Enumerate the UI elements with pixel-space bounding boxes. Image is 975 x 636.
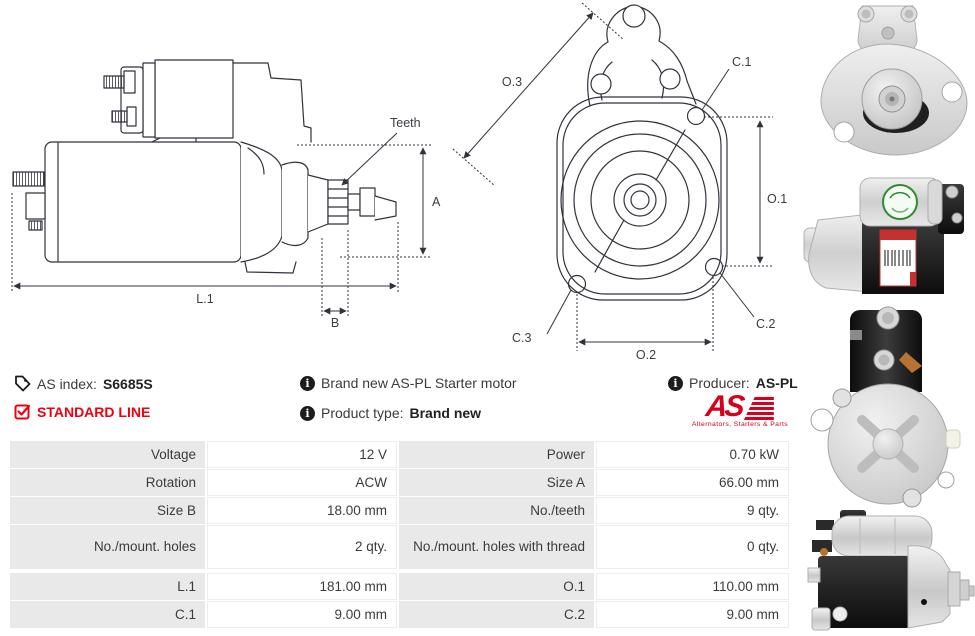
table-row: C.1 9.00 mm C.2 9.00 mm bbox=[10, 601, 789, 628]
spec-label-c2: C.2 bbox=[399, 601, 594, 628]
dim-label-c2: C.2 bbox=[756, 317, 776, 331]
info-icon bbox=[300, 405, 315, 421]
dim-label-c3: C.3 bbox=[512, 331, 532, 345]
table-row: Rotation ACW Size A 66.00 mm bbox=[10, 469, 789, 496]
spec-label-teeth: No./teeth bbox=[399, 497, 594, 524]
spec-label-c1: C.1 bbox=[10, 601, 205, 628]
spec-value-power: 0.70 kW bbox=[596, 441, 789, 468]
spec-value-o1: 110.00 mm bbox=[596, 573, 789, 600]
as-logo-text: AS bbox=[704, 390, 744, 423]
spec-value-c1: 9.00 mm bbox=[207, 601, 397, 628]
spec-label-power: Power bbox=[399, 441, 594, 468]
product-photo-side[interactable] bbox=[800, 170, 975, 302]
dim-label-c1: C.1 bbox=[732, 55, 752, 69]
side-view-diagram: Teeth A L.1 B bbox=[11, 59, 441, 330]
dim-label-o3: O.3 bbox=[502, 75, 522, 89]
dim-label-b: B bbox=[331, 316, 339, 330]
spec-table: Voltage 12 V Power 0.70 kW Rotation ACW … bbox=[10, 441, 789, 629]
spec-label-voltage: Voltage bbox=[10, 441, 205, 468]
product-type-value: Brand new bbox=[409, 405, 482, 421]
spec-value-teeth: 9 qty. bbox=[596, 497, 789, 524]
as-pl-logo: AS Alternators, Starters & Parts bbox=[684, 390, 796, 428]
as-index-label: AS index: bbox=[37, 375, 97, 392]
tag-icon bbox=[15, 375, 31, 392]
dim-label-o1: O.1 bbox=[767, 192, 787, 206]
dim-label-a: A bbox=[432, 195, 441, 209]
standard-line-row: STANDARD LINE bbox=[14, 403, 150, 420]
standard-line-label: STANDARD LINE bbox=[37, 403, 151, 420]
front-view-diagram: O.3 C.1 O.1 C.2 C.3 O.2 bbox=[452, 2, 787, 362]
spec-value-mount-holes: 2 qty. bbox=[207, 525, 397, 569]
spec-label-size-b: Size B bbox=[10, 497, 205, 524]
spec-value-size-b: 18.00 mm bbox=[207, 497, 397, 524]
product-photo-front[interactable] bbox=[800, 0, 975, 170]
spec-value-l1: 181.00 mm bbox=[207, 573, 397, 600]
table-row: Voltage 12 V Power 0.70 kW bbox=[10, 441, 789, 468]
producer-row: Producer: AS-PL bbox=[668, 375, 798, 391]
producer-value: AS-PL bbox=[755, 375, 798, 391]
info-icon bbox=[668, 375, 683, 391]
checked-checkbox-icon bbox=[14, 404, 31, 420]
brand-new-text: Brand new AS-PL Starter motor bbox=[321, 375, 517, 391]
as-logo-tagline: Alternators, Starters & Parts bbox=[691, 421, 789, 428]
spec-label-rotation: Rotation bbox=[10, 469, 205, 496]
dim-label-o2: O.2 bbox=[636, 348, 656, 362]
as-index-row: AS index: S6685S bbox=[14, 375, 153, 392]
spec-value-mount-holes-thread: 0 qty. bbox=[596, 525, 789, 569]
table-row: Size B 18.00 mm No./teeth 9 qty. bbox=[10, 497, 789, 524]
product-photos bbox=[800, 0, 975, 636]
info-icon bbox=[300, 375, 315, 391]
spec-label-l1: L.1 bbox=[10, 573, 205, 600]
spec-value-size-a: 66.00 mm bbox=[596, 469, 789, 496]
spec-label-mount-holes-thread: No./mount. holes with thread bbox=[399, 525, 594, 569]
spec-value-c2: 9.00 mm bbox=[596, 601, 789, 628]
spec-label-size-a: Size A bbox=[399, 469, 594, 496]
product-type-row: Product type: Brand new bbox=[300, 405, 481, 421]
table-row: L.1 181.00 mm O.1 110.00 mm bbox=[10, 573, 789, 600]
spec-value-voltage: 12 V bbox=[207, 441, 397, 468]
producer-label: Producer: bbox=[689, 375, 750, 391]
spec-label-mount-holes: No./mount. holes bbox=[10, 525, 205, 569]
as-logo-stripes bbox=[743, 396, 774, 420]
spec-value-rotation: ACW bbox=[207, 469, 397, 496]
dim-label-teeth: Teeth bbox=[390, 116, 421, 130]
product-photo-rear[interactable] bbox=[800, 302, 975, 510]
spec-label-o1: O.1 bbox=[399, 573, 594, 600]
as-index-value: S6685S bbox=[102, 375, 153, 392]
table-row: No./mount. holes 2 qty. No./mount. holes… bbox=[10, 525, 789, 569]
dim-label-l1: L.1 bbox=[196, 292, 213, 306]
product-photo-angled[interactable] bbox=[800, 510, 975, 636]
product-type-label: Product type: bbox=[321, 405, 404, 421]
brand-new-row: Brand new AS-PL Starter motor bbox=[300, 375, 517, 391]
